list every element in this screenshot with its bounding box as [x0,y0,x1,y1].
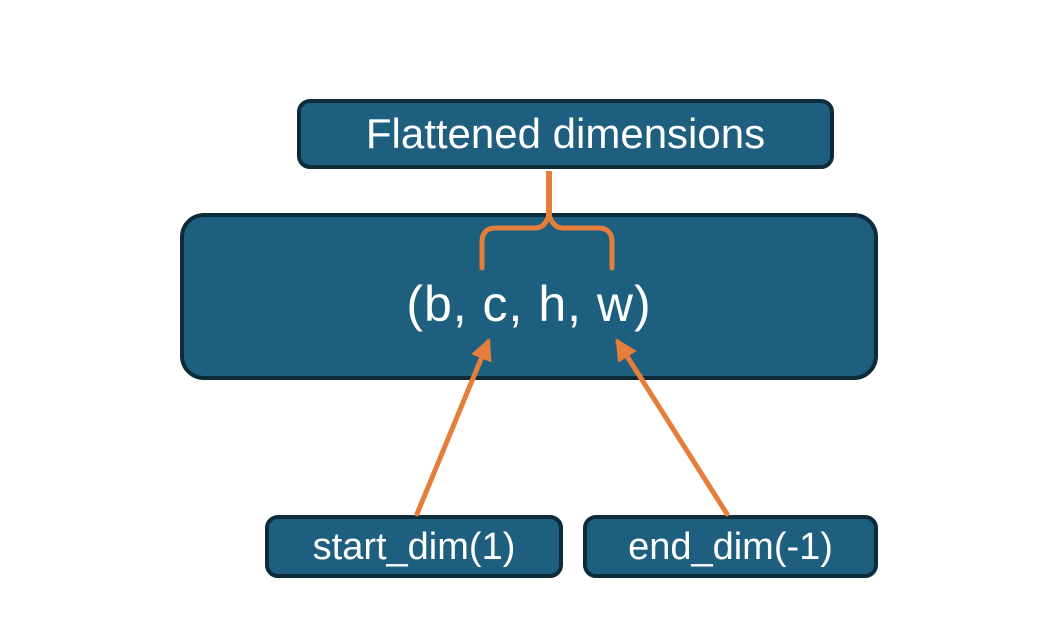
end-dim-box: end_dim(-1) [583,515,878,578]
tensor-shape-label: (b, c, h, w) [406,275,652,332]
flattened-dimensions-label: Flattened dimensions [365,110,766,157]
flattened-dimensions-box: Flattened dimensions [297,99,834,169]
end-dim-label: end_dim(-1) [628,525,833,568]
tensor-shape-box: (b, c, h, w) [180,213,878,380]
start-dim-box: start_dim(1) [265,515,563,578]
start-dim-label: start_dim(1) [312,525,516,568]
